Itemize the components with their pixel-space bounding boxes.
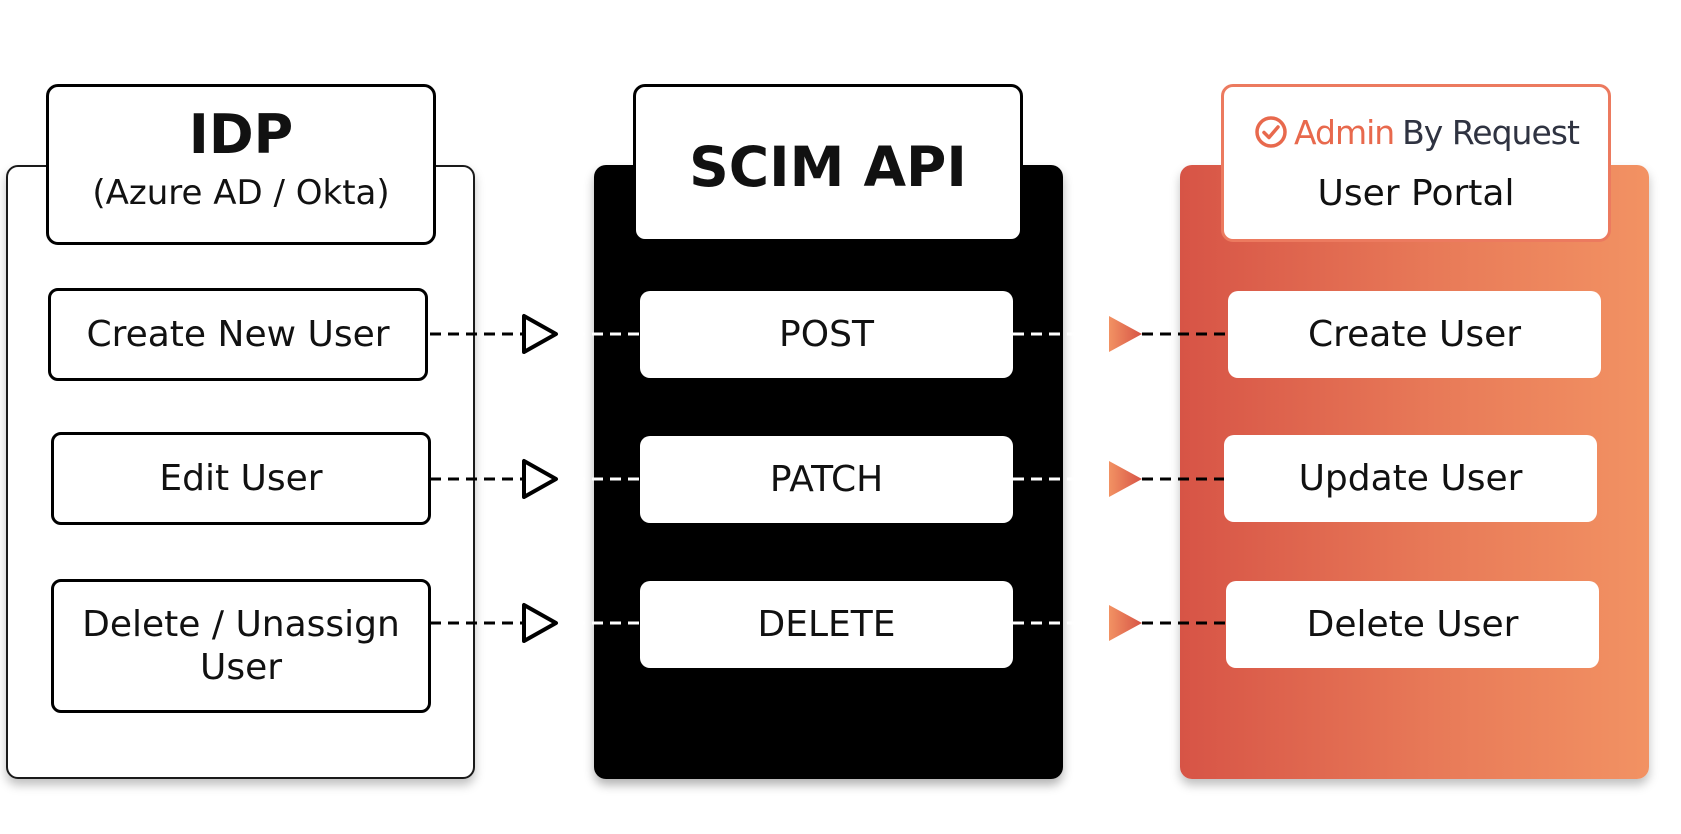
arrow-open-icon — [522, 459, 558, 499]
user-portal-header: Admin By Request User Portal — [1221, 84, 1611, 242]
scim-api-title: SCIM API — [689, 135, 967, 199]
brand-name-secondary: By Request — [1402, 112, 1580, 152]
arrow-open-icon — [522, 603, 558, 643]
idp-create-new-user-box: Create New User — [48, 288, 428, 381]
idp-edit-user-box: Edit User — [51, 432, 431, 525]
connector-row-edit — [430, 459, 1224, 499]
arrow-open-icon — [522, 314, 558, 354]
portal-create-user-box: Create User — [1228, 291, 1601, 378]
portal-update-user-box: Update User — [1224, 435, 1597, 522]
scim-api-header: SCIM API — [633, 84, 1023, 242]
scim-post-box: POST — [640, 291, 1013, 378]
scim-patch-box: PATCH — [640, 436, 1013, 523]
admin-by-request-logo: Admin By Request — [1254, 109, 1580, 155]
brand-name-primary: Admin — [1294, 112, 1395, 152]
connector-row-create — [430, 314, 1228, 354]
idp-header: IDP (Azure AD / Okta) — [46, 84, 436, 245]
arrow-filled-icon — [1109, 316, 1142, 352]
arrow-filled-icon — [1109, 605, 1142, 641]
idp-subtitle: (Azure AD / Okta) — [92, 173, 390, 213]
idp-title: IDP — [188, 103, 294, 166]
scim-delete-box: DELETE — [640, 581, 1013, 668]
user-portal-title: User Portal — [1317, 173, 1515, 214]
arrow-filled-icon — [1109, 461, 1142, 497]
portal-delete-user-box: Delete User — [1226, 581, 1599, 668]
connector-row-delete — [430, 603, 1226, 643]
check-circle-icon — [1255, 116, 1287, 148]
idp-delete-unassign-user-box: Delete / Unassign User — [51, 579, 431, 713]
